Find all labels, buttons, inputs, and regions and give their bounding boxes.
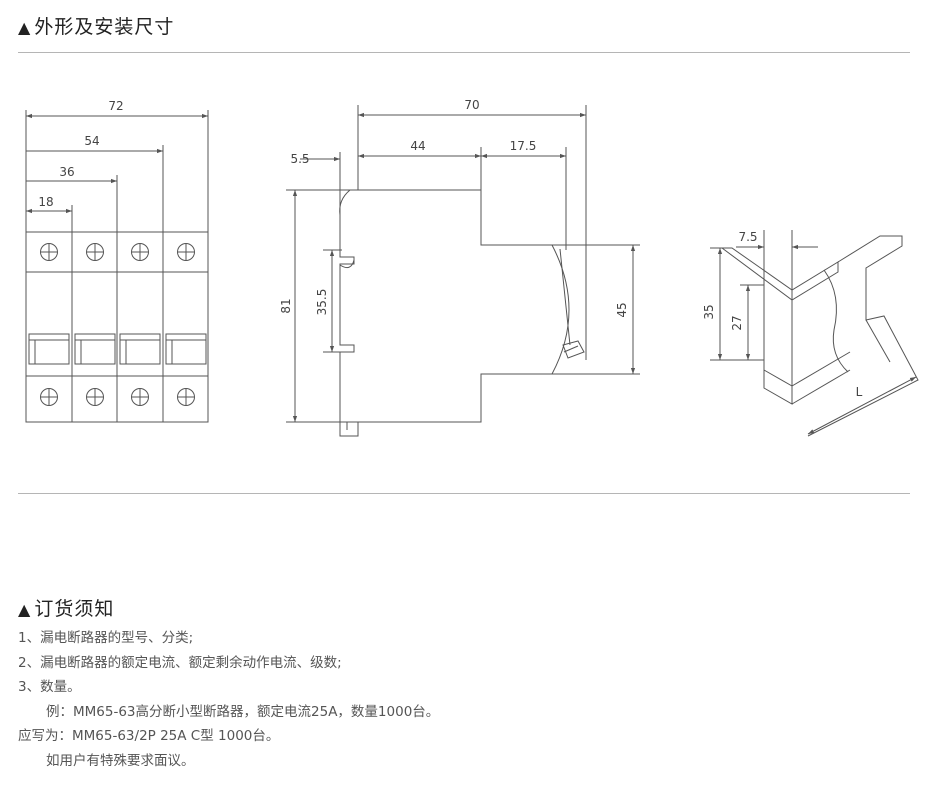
dim-label-54: 54 [84,134,99,148]
din-rail-view: 7.5 35 27 L [702,230,919,437]
dim-label-7-5: 7.5 [738,230,757,244]
dim-label-L: L [856,385,863,399]
dim-label-70: 70 [464,98,479,112]
ordering-section-title: ▲订货须知 [18,598,115,620]
dim-label-18: 18 [38,195,53,209]
triangle-icon: ▲ [18,18,32,37]
dim-label-36: 36 [59,165,74,179]
triangle-icon: ▲ [18,600,32,619]
terminal-screw-icons-bottom [40,388,195,406]
dim-label-27: 27 [730,315,744,330]
dim-label-5-5: 5.5 [290,152,309,166]
note-line: 1、漏电断路器的型号、分类; [18,630,194,646]
rail-right-section [807,235,919,437]
dim-label-81: 81 [279,298,293,313]
rail-base [763,369,793,405]
note-line: 2、漏电断路器的额定电流、额定剩余动作电流、级数; [18,654,342,671]
note-line: 3、数量。 [18,679,81,695]
front-view: 72 54 36 18 [25,99,209,423]
side-view: 70 5.5 44 17.5 81 35.5 45 [279,98,640,437]
note-line: 应写为：MM65-63/2P 25A C型 1000台。 [18,728,280,744]
ordering-notes: 1、漏电断路器的型号、分类; 2、漏电断路器的额定电流、额定剩余动作电流、级数;… [18,626,439,773]
terminal-screw-icons-top [40,243,195,261]
top-divider [18,52,910,53]
note-example-line: 例：MM65-63高分断小型断路器，额定电流25A，数量1000台。 [46,703,440,720]
dim-label-72: 72 [108,99,123,113]
dim-label-35-5: 35.5 [315,289,329,316]
dim-label-35: 35 [702,304,716,319]
handle-row [28,333,207,365]
dim-label-17-5: 17.5 [510,139,537,153]
side-profile [339,189,570,423]
bottom-divider [18,493,910,494]
dimension-drawing: 72 54 36 18 70 5.5 44 [25,98,919,437]
dim-line-L [807,376,917,435]
rail-left-flange [720,247,839,301]
note-line: 如用户有特殊要求面议。 [46,752,195,769]
dim-label-45: 45 [615,302,629,317]
dim-label-44: 44 [410,139,425,153]
dimensions-section-title: ▲外形及安装尺寸 [18,16,175,38]
